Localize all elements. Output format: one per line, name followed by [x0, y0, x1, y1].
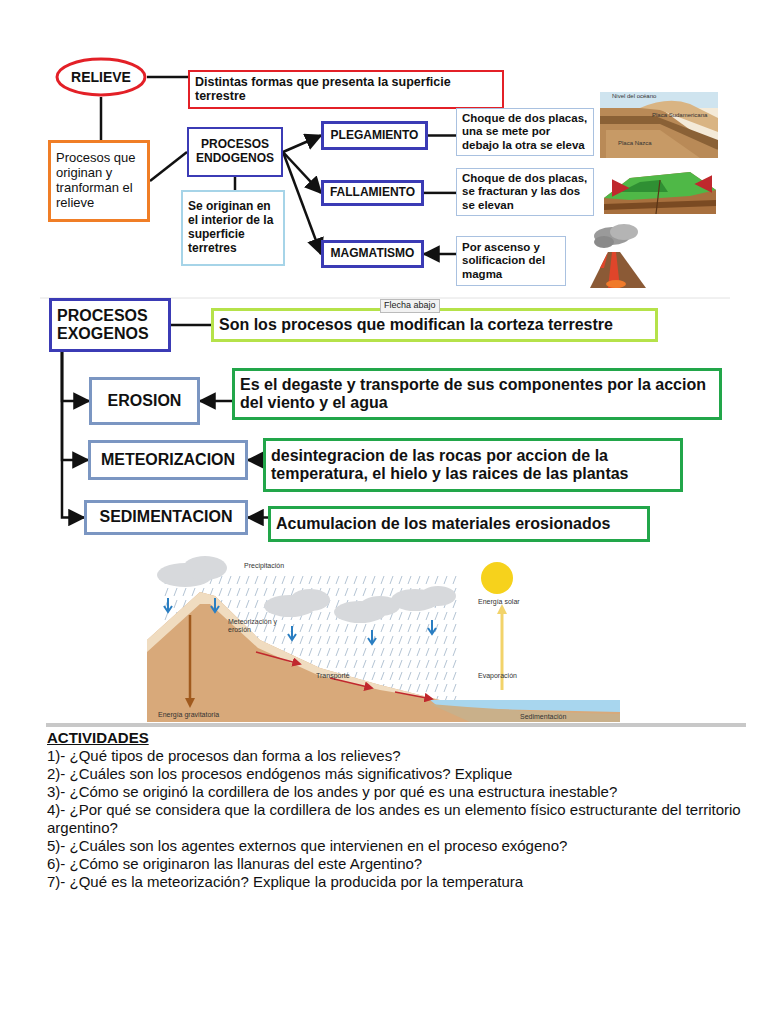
connector — [62, 352, 89, 401]
connector — [200, 400, 232, 403]
connector — [234, 177, 237, 190]
box-text: PROCESOS EXOGENOS — [57, 307, 163, 344]
volcano-illustration — [590, 224, 646, 288]
box-text: FALLAMIENTO — [330, 186, 415, 200]
process-box: FALLAMIENTO — [321, 180, 424, 206]
water-cycle-illustration — [147, 555, 620, 723]
description-box: Choque de dos placas, una se mete por de… — [456, 108, 594, 156]
box-text: Procesos que originan y tranforman el re… — [56, 151, 142, 211]
box-text: EROSION — [108, 392, 182, 410]
question: 5)- ¿Cuáles son los agentes externos que… — [47, 837, 759, 855]
box-text: Es el degaste y transporte de sus compon… — [240, 376, 714, 413]
diagram-label: Energía solar — [478, 598, 520, 606]
box-text: Choque de dos placas, se fracturan y las… — [462, 172, 588, 212]
process-box: SEDIMENTACION — [84, 500, 248, 535]
image-label: Placa Nazca — [618, 140, 652, 147]
connector — [62, 352, 84, 518]
box-text: RELIEVE — [71, 69, 131, 85]
process-box: MAGMATISMO — [321, 240, 424, 268]
folding-illustration — [600, 92, 718, 158]
image-label: Placa Sudamericana — [652, 112, 707, 119]
section-heading: ACTIVIDADES — [47, 729, 759, 747]
connector — [283, 152, 321, 193]
note-box: Procesos que originan y tranforman el re… — [48, 140, 150, 222]
definition-box: Son los procesos que modifican la cortez… — [211, 308, 658, 342]
question: 7)- ¿Qué es la meteorización? Explique l… — [47, 873, 759, 891]
connector — [283, 152, 321, 254]
process-box: PROCESOS ENDOGENOS — [187, 127, 283, 177]
question: 3)- ¿Cómo se originó la cordillera de lo… — [47, 783, 759, 801]
title-ellipse: RELIEVE — [55, 57, 147, 97]
box-text: Distintas formas que presenta la superfi… — [195, 75, 497, 104]
box-text: METEORIZACION — [101, 451, 235, 469]
image-label: Nivel del océano — [612, 93, 656, 100]
faulting-illustration — [604, 172, 716, 214]
process-box: PLEGAMIENTO — [321, 121, 428, 150]
connector — [424, 253, 456, 256]
note-box: Se originan en el interior de la superfi… — [181, 190, 285, 266]
box-text: Se originan en el interior de la superfi… — [188, 200, 278, 255]
description-box: Choque de dos placas, se fracturan y las… — [456, 168, 594, 216]
connector — [248, 516, 268, 519]
question: 6)- ¿Cómo se originaron las llanuras del… — [47, 855, 759, 873]
box-text: PROCESOS ENDOGENOS — [194, 138, 276, 166]
box-text: Acumulacion de los materiales erosionado… — [276, 515, 610, 533]
connector — [424, 192, 456, 195]
diagram-label: Sedimentación — [520, 713, 566, 721]
divider-bar — [46, 723, 746, 727]
description-box: Por ascenso y solificacion del magma — [456, 236, 566, 286]
diagram-label: Evaporación — [478, 672, 517, 680]
description-box: Acumulacion de los materiales erosionado… — [268, 506, 650, 542]
connector — [147, 76, 188, 79]
diagram-label: Transporte — [316, 672, 350, 680]
diagram-label: Energía gravitatoria — [158, 711, 219, 719]
box-text: desintegracion de las rocas por accion d… — [271, 447, 675, 484]
box-text: Choque de dos placas, una se mete por de… — [462, 112, 588, 152]
process-box: PROCESOS EXOGENOS — [49, 298, 171, 352]
tooltip: Flecha abajo — [380, 299, 440, 313]
connector — [171, 324, 211, 327]
description-box: desintegracion de las rocas por accion d… — [263, 438, 683, 492]
box-text: Por ascenso y solificacion del magma — [462, 241, 560, 281]
definition-box: Distintas formas que presenta la superfi… — [188, 70, 504, 109]
connector — [150, 152, 187, 181]
diagram-label: Precipitación — [244, 562, 284, 570]
question: 1)- ¿Qué tipos de procesos dan forma a l… — [47, 747, 759, 765]
box-text: PLEGAMIENTO — [331, 129, 419, 143]
box-text: SEDIMENTACION — [99, 508, 232, 526]
activities: ACTIVIDADES1)- ¿Qué tipos de procesos da… — [47, 729, 759, 891]
question: 4)- ¿Por qué se considera que la cordill… — [47, 801, 759, 837]
description-box: Es el degaste y transporte de sus compon… — [232, 368, 722, 420]
box-text: Son los procesos que modifican la cortez… — [219, 316, 613, 334]
connector — [283, 136, 321, 153]
connector — [62, 352, 88, 460]
connector — [428, 134, 456, 137]
process-box: EROSION — [89, 377, 200, 425]
box-text: MAGMATISMO — [331, 247, 415, 261]
diagram-label: Meteorización y erosión — [228, 618, 280, 633]
connector — [100, 97, 103, 140]
process-box: METEORIZACION — [88, 440, 248, 480]
connector — [248, 459, 263, 462]
question: 2)- ¿Cuáles son los procesos endógenos m… — [47, 765, 759, 783]
